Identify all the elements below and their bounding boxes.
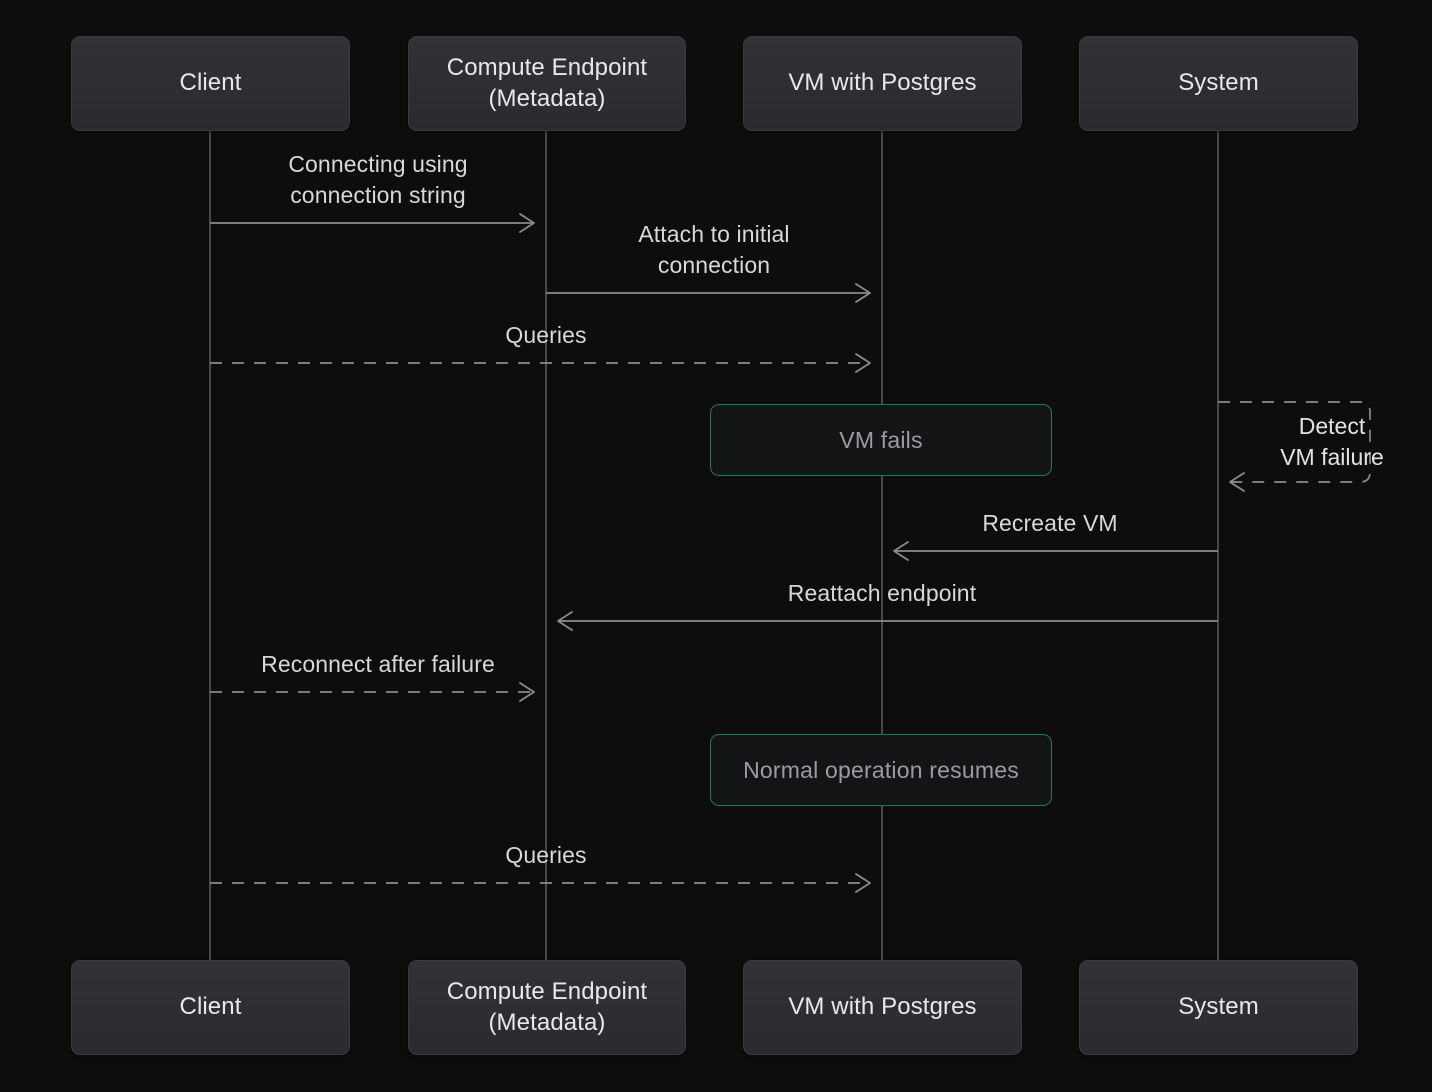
actor-box-top-system[interactable]: System (1079, 36, 1358, 131)
msg-queries-1-arrowhead (855, 353, 871, 373)
actor-box-top-endpoint[interactable]: Compute Endpoint (Metadata) (408, 36, 686, 131)
actor-label: Client (179, 993, 242, 1021)
arrows-group (210, 213, 1371, 893)
actor-label: System (1178, 69, 1259, 97)
note-label: Normal operation resumes (743, 756, 1019, 783)
msg-reconnect-arrowhead (519, 682, 535, 702)
actor-label: VM with Postgres (788, 69, 977, 97)
note-label: VM fails (839, 426, 923, 453)
msg-attach-arrowhead (855, 283, 871, 303)
msg-recreate-vm-arrowhead (893, 541, 909, 561)
note-normal-operation: Normal operation resumes (710, 734, 1052, 806)
actor-box-top-vm[interactable]: VM with Postgres (743, 36, 1022, 131)
msg-reattach-endpoint-arrowhead (557, 611, 573, 631)
msg-queries-1-label: Queries (505, 322, 587, 348)
note-vm-fails: VM fails (710, 404, 1052, 476)
actor-label: Compute Endpoint (Metadata) (446, 53, 648, 112)
msg-attach-label: Attach to initial connection (638, 221, 790, 278)
actor-box-bottom-client[interactable]: Client (71, 960, 350, 1055)
actor-label: System (1178, 993, 1259, 1021)
msg-queries-2-label: Queries (505, 842, 587, 868)
actor-box-top-client[interactable]: Client (71, 36, 350, 131)
self-detect-vm-failure-loop-line (1218, 401, 1371, 483)
self-detect-vm-failure-label: Detect VM failure (1280, 413, 1384, 470)
msg-reattach-endpoint-label: Reattach endpoint (787, 580, 977, 606)
actor-box-bottom-system[interactable]: System (1079, 960, 1358, 1055)
actor-label: Compute Endpoint (Metadata) (446, 977, 648, 1036)
actor-label: Client (179, 69, 242, 97)
msg-reconnect-label: Reconnect after failure (261, 651, 495, 677)
msg-recreate-vm-label: Recreate VM (982, 510, 1118, 536)
actor-box-bottom-vm[interactable]: VM with Postgres (743, 960, 1022, 1055)
msg-connecting-label: Connecting using connection string (288, 151, 468, 208)
msg-queries-2-arrowhead (855, 873, 871, 893)
self-detect-vm-failure-arrowhead (1229, 472, 1245, 492)
actor-box-bottom-endpoint[interactable]: Compute Endpoint (Metadata) (408, 960, 686, 1055)
lifelines-group (209, 131, 1219, 960)
actor-label: VM with Postgres (788, 993, 977, 1021)
msg-connecting-arrowhead (519, 213, 535, 233)
